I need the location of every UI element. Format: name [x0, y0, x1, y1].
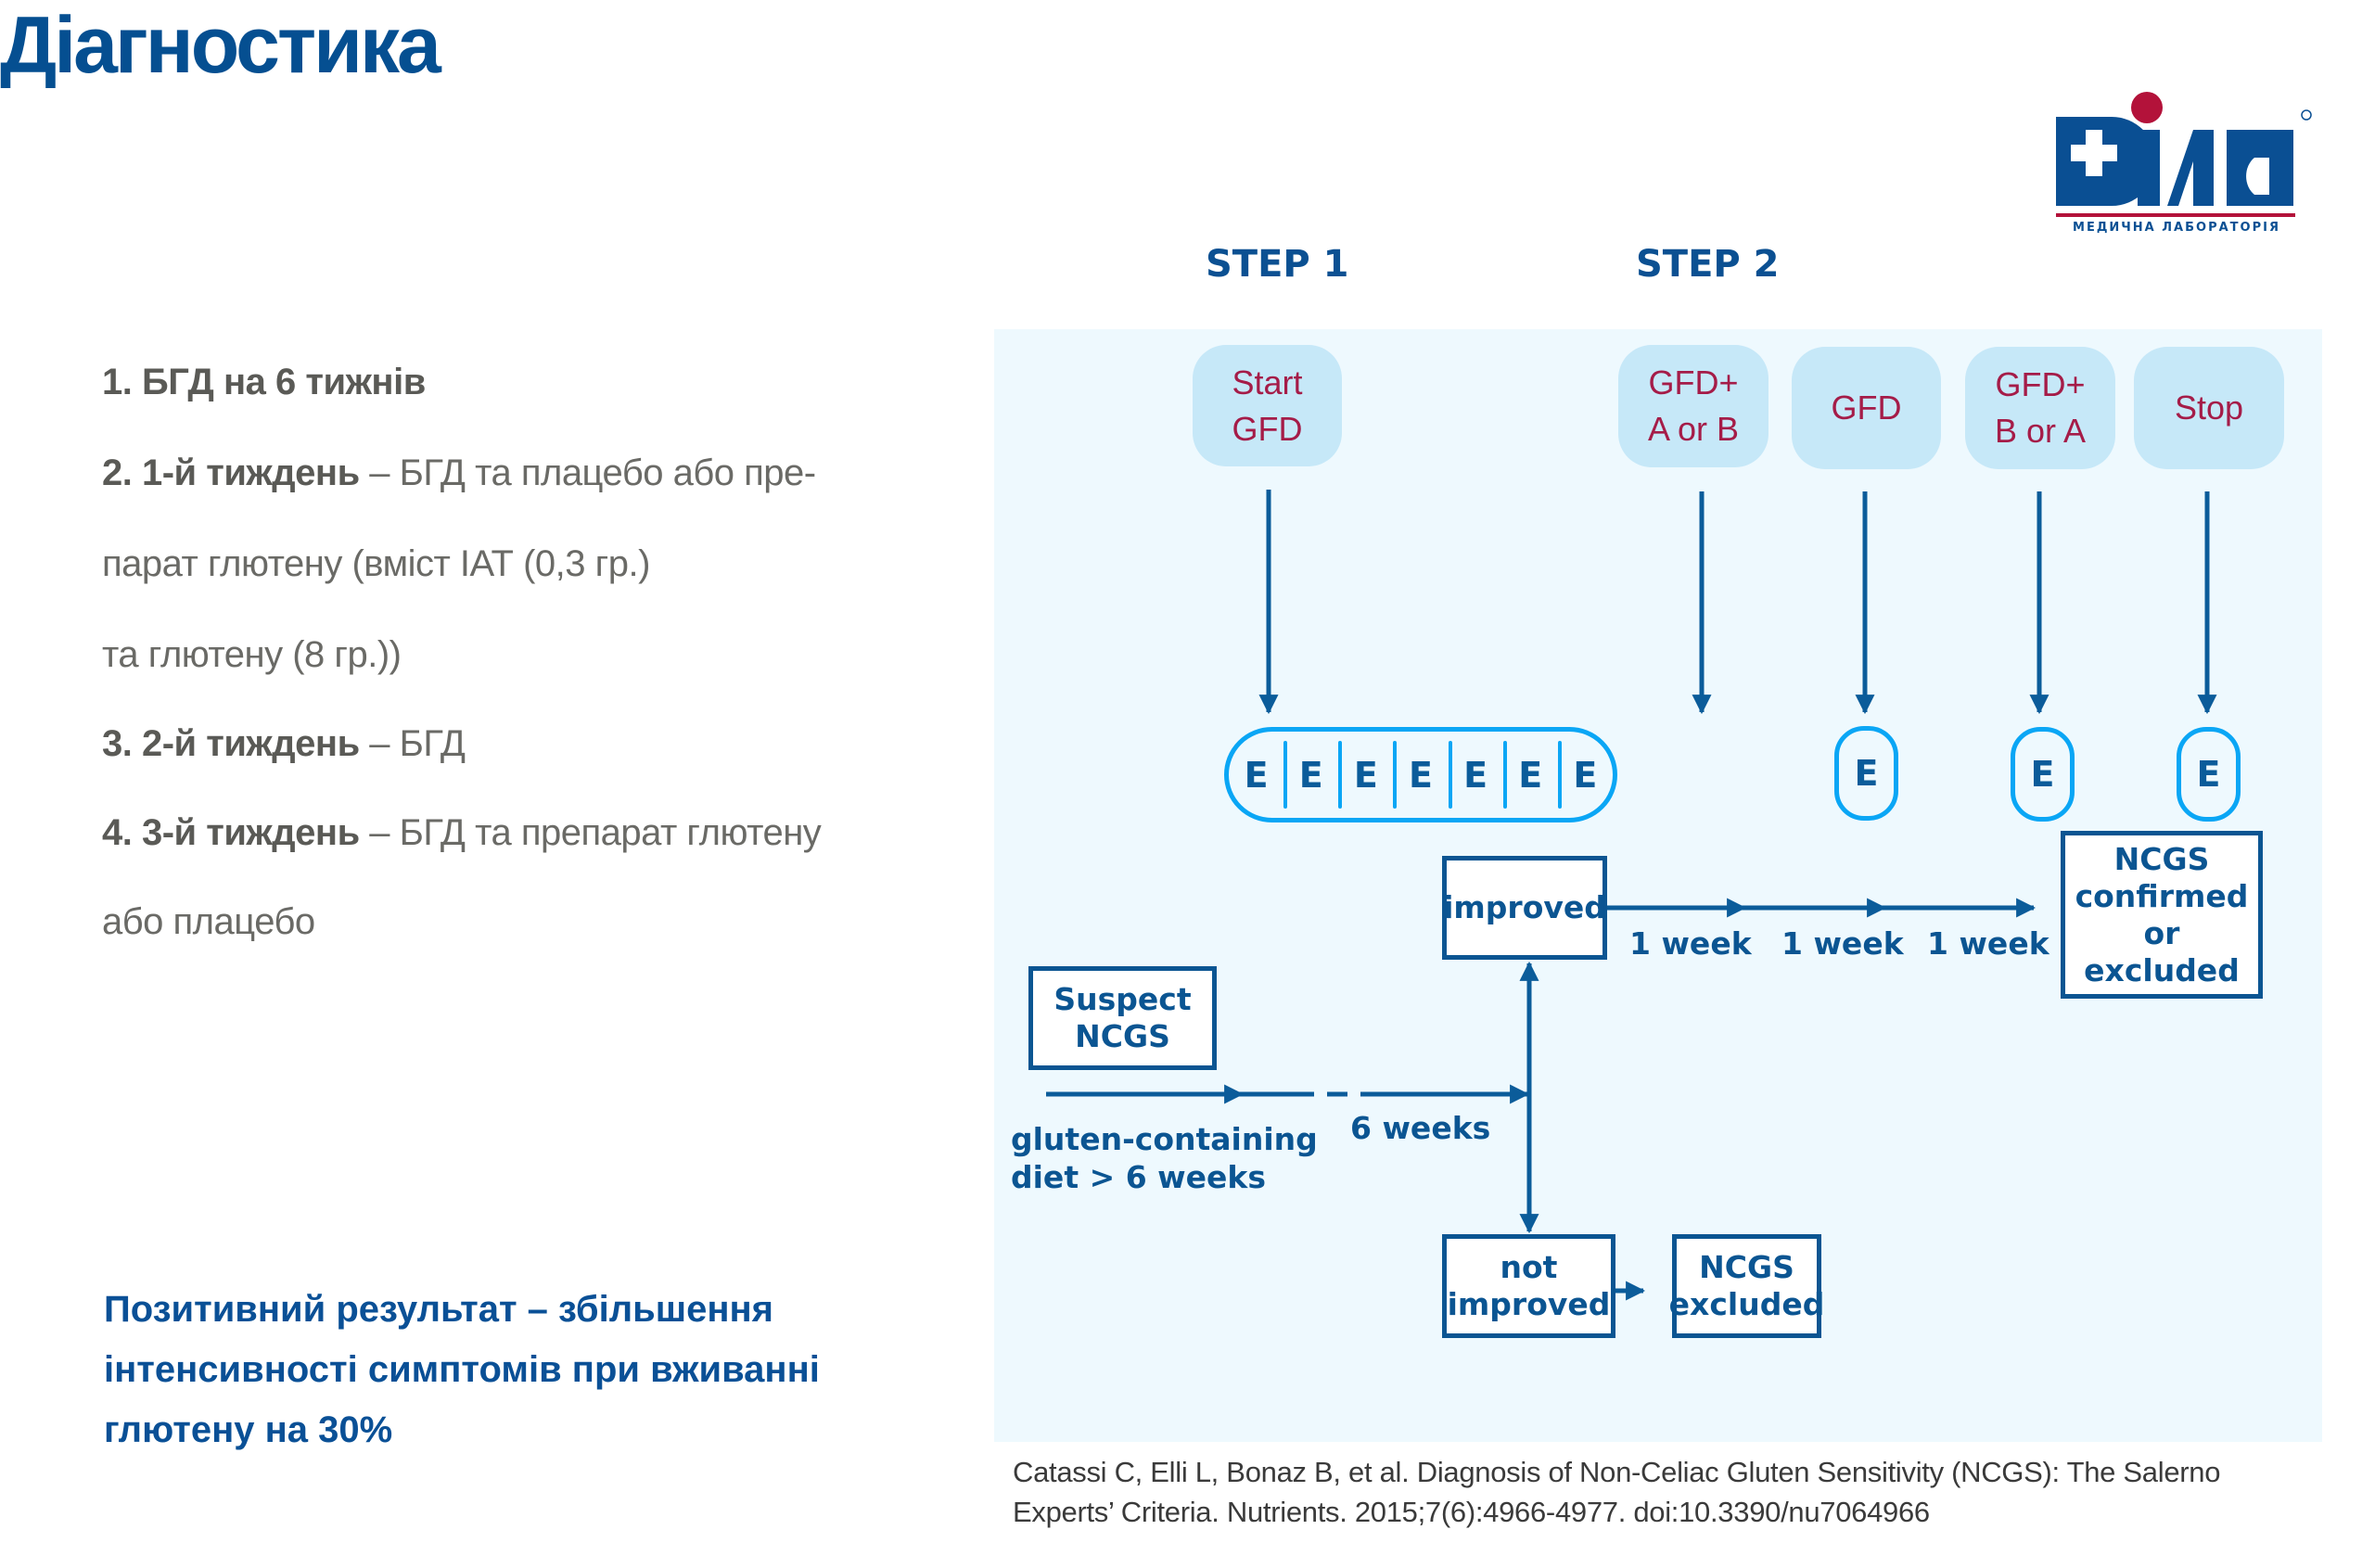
evaluation-cell: E	[1244, 754, 1269, 796]
protocol-item-3-text: – БГД	[359, 723, 466, 764]
label-week-1: 1 week	[1629, 925, 1752, 962]
box-suspect-ncgs: Suspect NCGS	[1028, 966, 1217, 1070]
protocol-item-1-bold: 1. БГД на 6 тижнів	[102, 362, 426, 402]
box-label: NCGS	[2113, 840, 2210, 877]
phase-stop: Stop	[2134, 347, 2284, 469]
evaluation-box-gfd-b-or-a: E	[2011, 727, 2075, 822]
box-label: or excluded	[2084, 914, 2240, 988]
evaluation-cell: E	[1502, 732, 1558, 818]
conclusion-line: Позитивний результат – збільшення	[104, 1289, 773, 1330]
citation-line: Experts’ Criteria. Nutrients. 2015;7(6):…	[1013, 1496, 1930, 1528]
conclusion-text: Позитивний результат – збільшення інтенс…	[104, 1280, 820, 1460]
evaluation-box-gfd: E	[1834, 726, 1898, 821]
phase-label: GFD	[1232, 409, 1303, 448]
protocol-item-4-cont-text: або плацебо	[102, 901, 315, 942]
phase-gfd-a-or-b: GFD+ A or B	[1618, 345, 1768, 467]
citation: Catassi C, Elli L, Bonaz B, et al. Diagn…	[1013, 1452, 2220, 1532]
box-label: improved	[1447, 1286, 1611, 1322]
box-ncgs-confirmed-or-excluded: NCGS confirmed or excluded	[2061, 831, 2263, 999]
evaluation-cell: E	[1283, 732, 1338, 818]
evaluation-row-week: E E E E E E E	[1224, 727, 1617, 822]
box-label: confirmed	[2075, 877, 2249, 914]
phase-start-gfd: Start GFD	[1193, 345, 1342, 466]
phase-gfd-b-or-a: GFD+ B or A	[1965, 347, 2115, 469]
box-label: improved	[1443, 889, 1606, 925]
protocol-item-1: 1. БГД на 6 тижнів	[102, 362, 426, 403]
protocol-item-2-cont: парат глютену (вміст ІАТ (0,3 гр.)	[102, 543, 650, 585]
phase-label: Stop	[2174, 389, 2244, 427]
label-line: gluten-containing	[1011, 1121, 1318, 1157]
phase-label: A or B	[1647, 410, 1740, 448]
conclusion-line: глютену на 30%	[104, 1409, 393, 1450]
phase-label: GFD+	[1995, 365, 2086, 403]
phase-label: GFD	[1831, 389, 1902, 427]
evaluation-box-stop: E	[2177, 727, 2241, 822]
protocol-item-4-cont: або плацебо	[102, 901, 315, 943]
evaluation-cell: E	[1393, 732, 1448, 818]
evaluation-cell: E	[1557, 732, 1613, 818]
evaluation-cell: E	[1338, 732, 1393, 818]
protocol-item-2-cont2-text: та глютену (8 гр.))	[102, 634, 402, 675]
citation-line: Catassi C, Elli L, Bonaz B, et al. Diagn…	[1013, 1456, 2221, 1488]
protocol-item-2-text: – БГД та плацебо або пре-	[359, 453, 816, 493]
box-label: excluded	[1668, 1286, 1825, 1322]
protocol-item-2: 2. 1-й тиждень – БГД та плацебо або пре-	[102, 453, 816, 494]
label-six-weeks: 6 weeks	[1350, 1110, 1491, 1146]
label-week-2: 1 week	[1781, 925, 1904, 962]
phase-label: GFD+	[1648, 363, 1739, 402]
protocol-item-4: 4. 3-й тиждень – БГД та препарат глютену	[102, 812, 822, 854]
protocol-item-4-bold: 4. 3-й тиждень	[102, 812, 360, 853]
protocol-item-3-bold: 3. 2-й тиждень	[102, 723, 360, 764]
protocol-item-2-bold: 2. 1-й тиждень	[102, 453, 360, 493]
logo-subtitle: МЕДИЧНА ЛАБОРАТОРІЯ	[2073, 221, 2280, 235]
step-1-heading: STEP 1	[1206, 243, 1349, 286]
phase-gfd: GFD	[1792, 347, 1941, 469]
label-line: diet > 6 weeks	[1011, 1159, 1267, 1195]
box-label: not	[1500, 1249, 1558, 1285]
protocol-item-2-cont2: та глютену (8 гр.))	[102, 634, 402, 676]
conclusion-line: інтенсивності симптомів при вживанні	[104, 1349, 820, 1390]
box-ncgs-excluded: NCGS excluded	[1669, 1234, 1824, 1338]
box-label: NCGS	[1075, 1018, 1170, 1054]
box-not-improved: not improved	[1442, 1234, 1615, 1338]
box-label: Suspect	[1053, 981, 1192, 1017]
page-title: Діагностика	[0, 1, 441, 90]
protocol-item-2-cont-text: парат глютену (вміст ІАТ (0,3 гр.)	[102, 543, 650, 584]
dila-logo-icon	[2056, 92, 2312, 217]
step-2-heading: STEP 2	[1636, 243, 1780, 286]
protocol-item-3: 3. 2-й тиждень – БГД	[102, 723, 466, 765]
box-label: NCGS	[1699, 1249, 1794, 1285]
phase-label: Start	[1232, 363, 1303, 402]
dila-logo: МЕДИЧНА ЛАБОРАТОРІЯ	[2054, 91, 2314, 239]
protocol-item-4-text: – БГД та препарат глютену	[359, 812, 822, 853]
evaluation-cell: E	[1448, 732, 1503, 818]
box-improved: improved	[1442, 856, 1607, 960]
phase-label: B or A	[1994, 412, 2087, 450]
label-week-3: 1 week	[1927, 925, 2049, 962]
label-gluten-diet: gluten-containing diet > 6 weeks	[1011, 1120, 1318, 1196]
